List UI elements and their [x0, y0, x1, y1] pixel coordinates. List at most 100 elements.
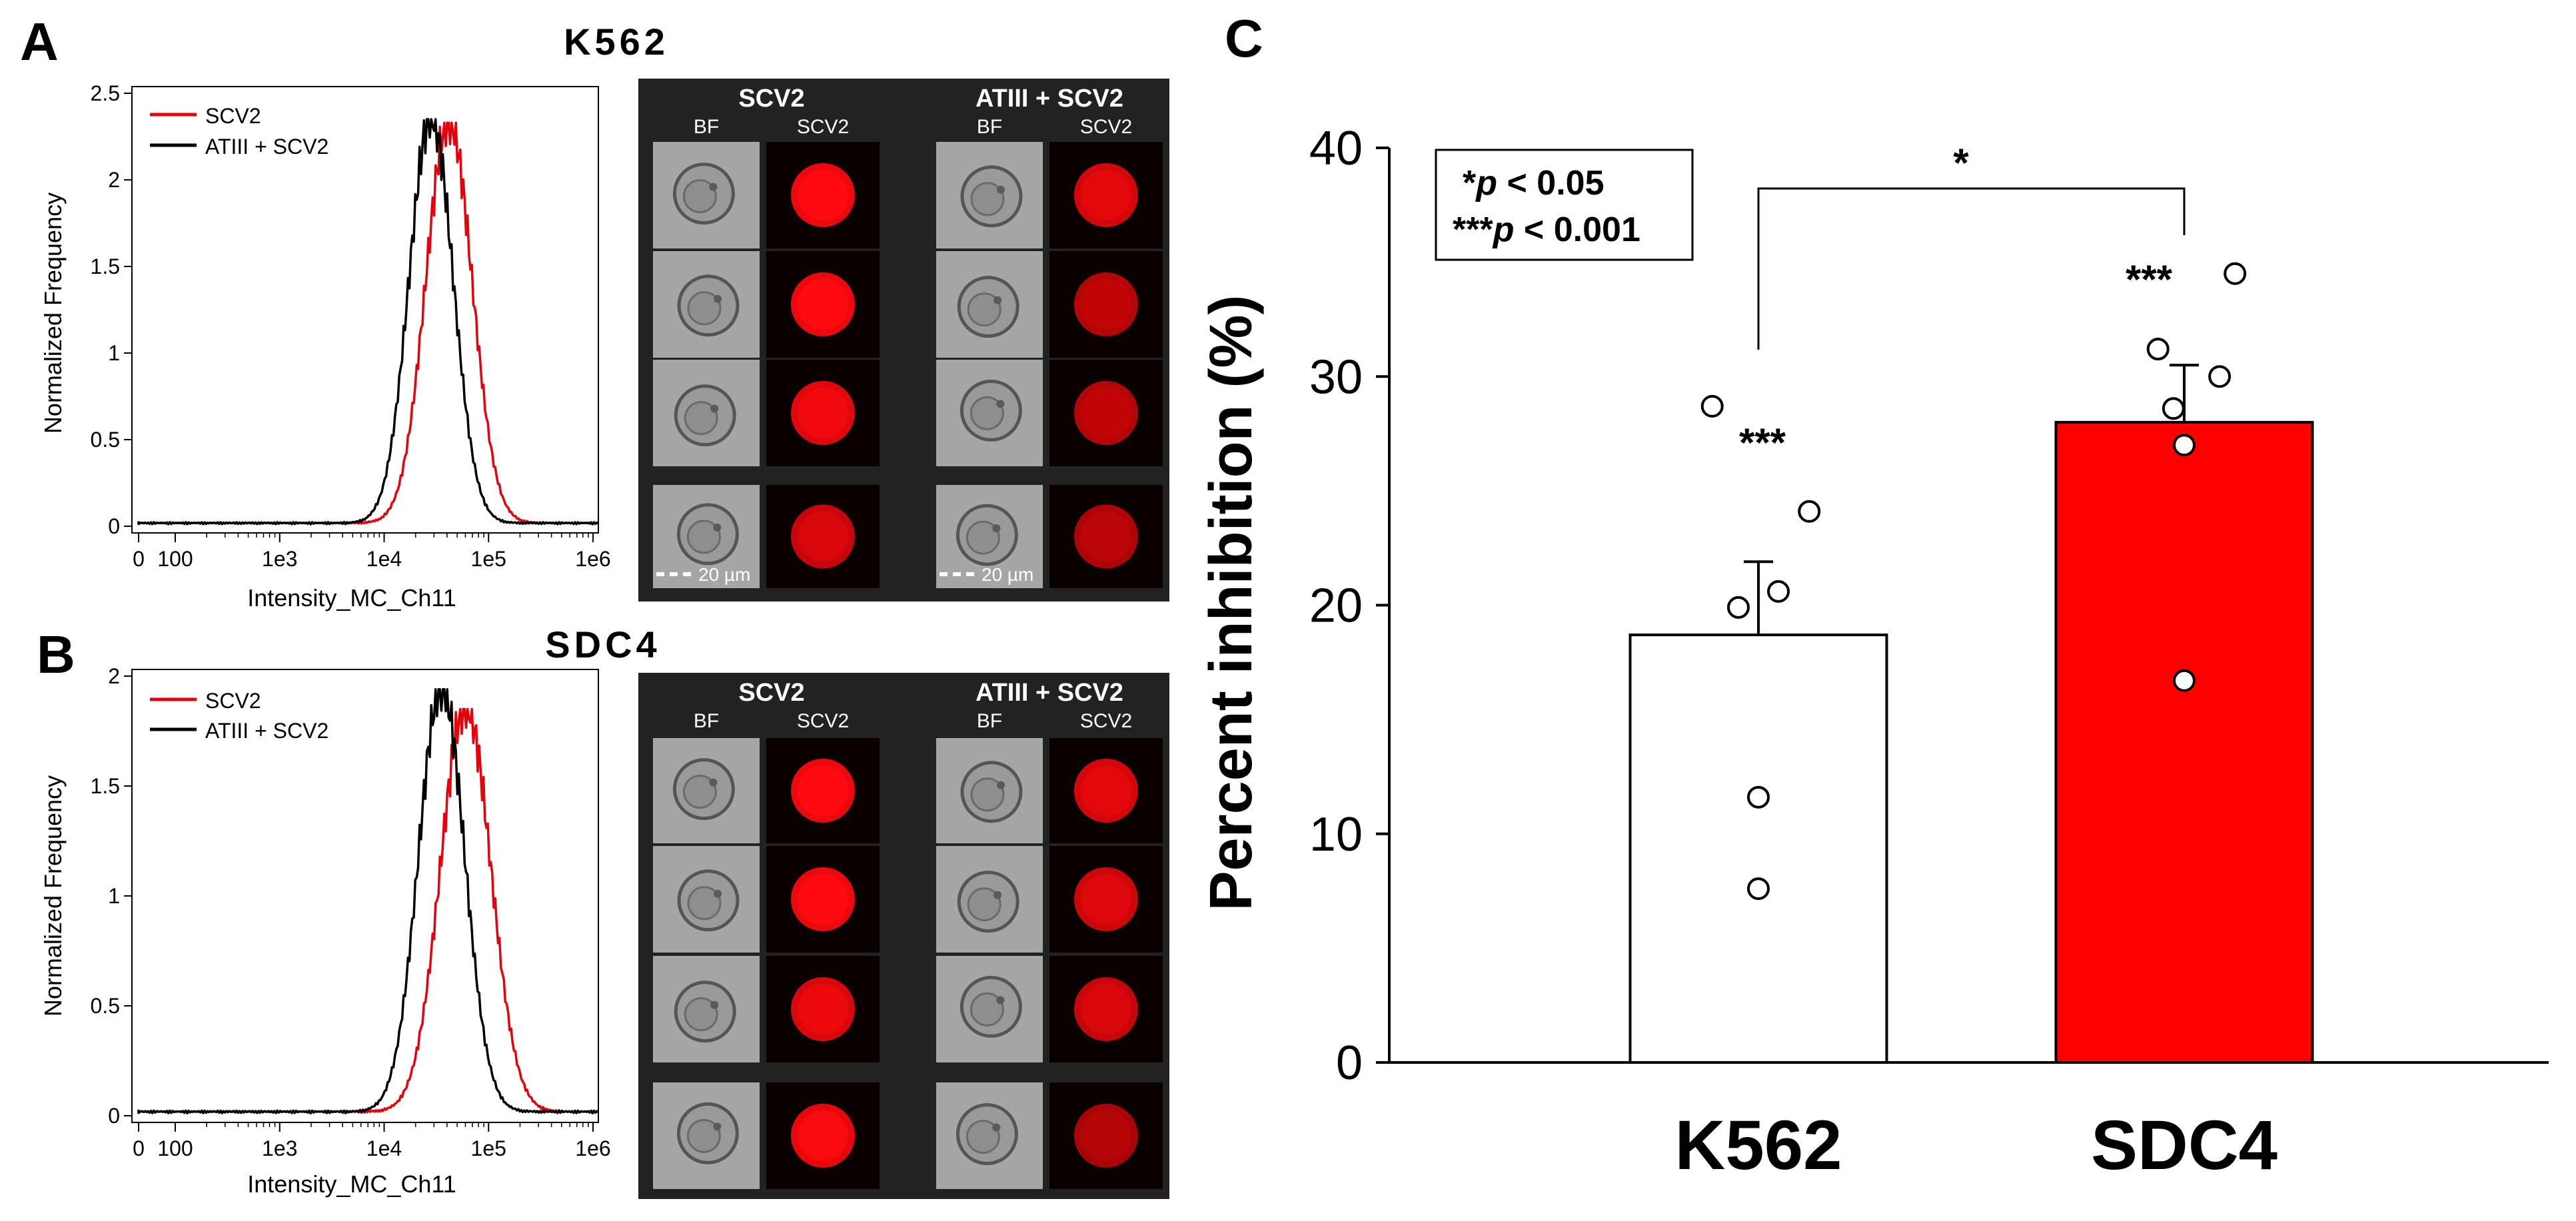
data-point [1747, 877, 1770, 901]
bar-chart-x-tick-labels: K562 SDC4 [1674, 1106, 2277, 1184]
brightfield-cell-nucleus [682, 775, 717, 809]
gallery-a-scale-label-g1: 20 µm [698, 564, 750, 585]
data-point [1767, 580, 1790, 603]
y-tick-label: 0 [108, 1104, 120, 1128]
y-tick-label: 1.5 [91, 774, 120, 798]
x-tick-label: 100 [157, 1136, 193, 1160]
brightfield-cell-granule [992, 524, 1001, 533]
histogram-b-x-axis-label: Intensity_MC_Ch11 [247, 1170, 456, 1198]
scv2-fluorescent-cell-core [798, 1110, 848, 1161]
histogram-b-y-axis-label: Normalized Frequency [39, 775, 67, 1017]
stats-legend-1-p: p [1475, 164, 1497, 203]
scv2-fluorescent-cell-core [1081, 388, 1131, 438]
scv2-fluorescent-cell-core [798, 874, 848, 925]
scv2-fluorescent-cell-core [1081, 984, 1131, 1034]
data-point [2224, 262, 2247, 285]
scv2-fluorescent-cell-core [1081, 1110, 1131, 1161]
stats-legend-line-1: *p < 0.05 [1463, 164, 1604, 203]
scv2-fluorescent-cell-core [798, 170, 848, 220]
gallery-b-g1-bf-header: BF [694, 710, 719, 732]
brightfield-cell-granule [993, 296, 1002, 304]
y-tick-label: 1.5 [91, 254, 120, 278]
histogram-a-y-ticks: 00.511.522.5 [91, 81, 132, 538]
scv2-fluorescent-cell-core [1081, 279, 1131, 330]
brightfield-cell-granule [713, 1122, 722, 1131]
y-tick-label: 40 [1309, 122, 1363, 175]
image-gallery-b: SCV2 ATIII + SCV2 BF SCV2 BF SCV2 [638, 673, 1169, 1199]
x-tick-label: 1e5 [471, 1136, 506, 1160]
y-tick-label: 0 [1336, 1036, 1363, 1090]
brightfield-cell-granule [714, 889, 722, 898]
gallery-a-group1-title: SCV2 [738, 85, 804, 113]
y-tick-label: 2 [108, 664, 120, 688]
histogram-a-y-axis-label: Normalized Frequency [39, 193, 67, 434]
gallery-b-group2-title: ATIII + SCV2 [975, 679, 1123, 707]
gallery-a-g1-scv2-header: SCV2 [797, 116, 849, 138]
stats-legend-2-p: p [1492, 210, 1515, 249]
y-tick-label: 1 [108, 884, 120, 908]
gallery-a-group2-title: ATIII + SCV2 [975, 85, 1123, 113]
histogram-b-y-ticks: 0 0.5 1 1.5 2 [91, 664, 132, 1128]
gallery-a-g2-scv2-header: SCV2 [1080, 116, 1132, 138]
legend-label-atiii-b: ATIII + SCV2 [205, 719, 328, 743]
y-tick-label: 2 [108, 168, 120, 192]
panel-a-letter: A [20, 12, 59, 71]
x-tick-label: 1e6 [575, 547, 610, 571]
scv2-fluorescent-cell-core [798, 511, 848, 562]
legend-label-scv2-a: SCV2 [205, 104, 261, 128]
data-point [2173, 669, 2196, 692]
brightfield-cell-nucleus [684, 997, 718, 1032]
bar-k562 [1628, 633, 1888, 1064]
brightfield-cell-granule [997, 185, 1005, 194]
stats-legend-1-stars: * [1463, 164, 1477, 203]
stats-legend-box: *p < 0.05 ***p < 0.001 [1435, 149, 1694, 261]
gallery-a-g1-bf-header: BF [694, 116, 719, 138]
gallery-a-scale-label-g2: 20 µm [981, 564, 1033, 585]
bar-chart-significance: ****** [1739, 257, 2173, 465]
gallery-a-g2-bf-header: BF [977, 116, 1002, 138]
y-tick-label: 30 [1309, 350, 1363, 404]
data-point [2146, 338, 2170, 361]
data-point [2162, 397, 2185, 420]
x-tick-label: 0 [133, 547, 145, 571]
stats-legend-line-2: ***p < 0.001 [1453, 210, 1640, 249]
histogram-a-x-axis-label: Intensity_MC_Ch11 [247, 584, 456, 611]
histogram-b-curves [137, 688, 599, 1114]
scv2-fluorescent-cell-core [1081, 170, 1131, 220]
comparison-significance: * [1953, 141, 1969, 185]
y-tick-label: 20 [1309, 580, 1363, 633]
comparison-bracket: * [1757, 141, 2186, 350]
scv2-fluorescent-cell-core [798, 279, 848, 330]
histogram-series-1 [137, 688, 599, 1114]
y-tick-label: 2.5 [91, 81, 120, 105]
x-tick-label-sdc4: SDC4 [2091, 1106, 2277, 1184]
y-tick-label: 0.5 [91, 994, 120, 1018]
panel-a-title: K562 [564, 21, 669, 63]
bar-chart-bars [1628, 420, 2314, 1064]
brightfield-cell-nucleus [687, 291, 722, 326]
image-gallery-a: SCV2 ATIII + SCV2 BF SCV2 BF SCV2 20 µm … [638, 79, 1169, 602]
brightfield-cell-nucleus [966, 1120, 1000, 1154]
brightfield-cell-granule [992, 1123, 1001, 1132]
comparison-bracket-line [1757, 187, 2186, 350]
legend-label-scv2-b: SCV2 [205, 689, 261, 713]
x-tick-label: 1e3 [262, 547, 297, 571]
x-tick-label: 1e4 [366, 1136, 402, 1160]
panel-b-title: SDC4 [545, 623, 660, 665]
data-point [2173, 434, 2196, 457]
significance-sdc4: *** [2126, 257, 2173, 302]
gallery-b-g1-scv2-header: SCV2 [797, 710, 849, 732]
histogram-a-plot-frame [131, 86, 599, 534]
bar-chart-points [1700, 262, 2247, 901]
brightfield-cell-nucleus [684, 401, 718, 436]
x-tick-label-k562: K562 [1674, 1106, 1842, 1184]
histogram-a-curves [137, 118, 599, 526]
bar-sdc4 [2054, 420, 2314, 1064]
scv2-fluorescent-cell-core [798, 765, 848, 816]
stats-legend-frame [1435, 149, 1694, 261]
